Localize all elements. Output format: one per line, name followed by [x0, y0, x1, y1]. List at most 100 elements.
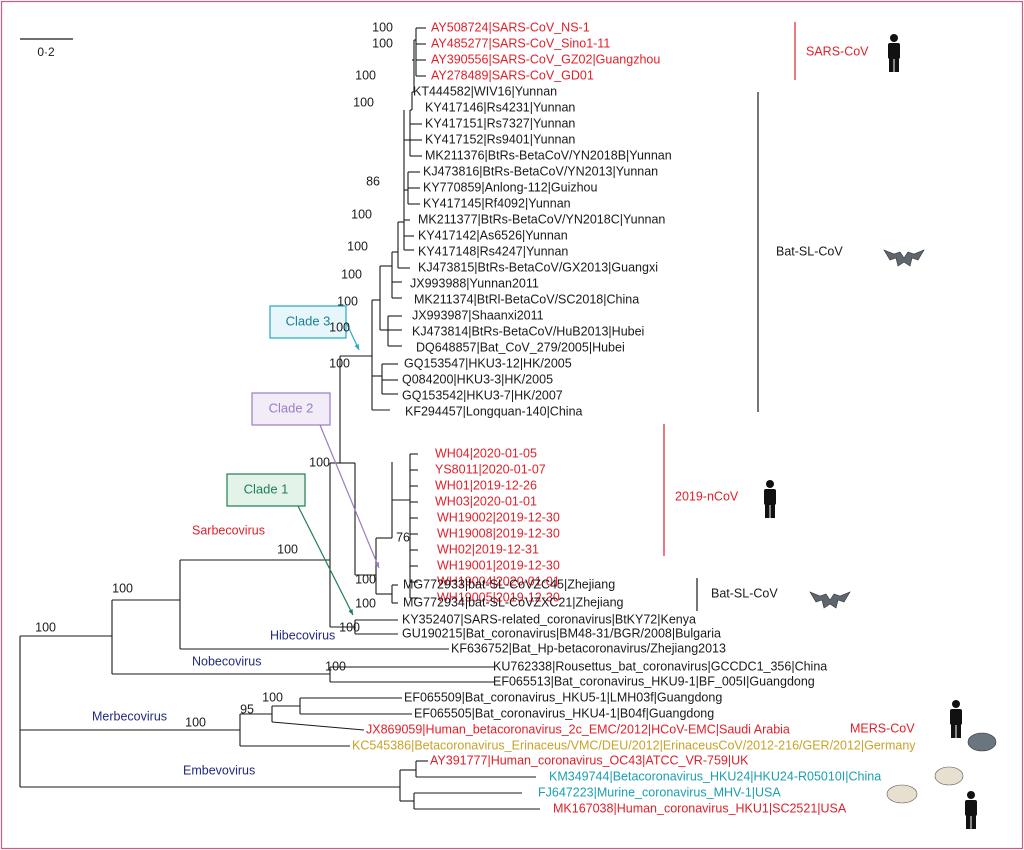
taxon-label: WH04|2020-01-05	[435, 446, 537, 460]
taxon-label: WH02|2019-12-31	[437, 542, 539, 556]
taxon-label: KY417146|Rs4231|Yunnan	[425, 100, 575, 114]
bootstrap-value: 100	[372, 20, 393, 34]
human-leg	[951, 724, 956, 738]
human-icon	[965, 791, 977, 829]
taxon-label: KJ473815|BtRs-BetaCoV/GX2013|Guangxi	[418, 260, 658, 274]
genus-label: Nobecovirus	[192, 654, 261, 668]
human-body	[888, 43, 900, 59]
taxon-label: FJ647223|Murine_coronavirus_MHV-1|USA	[538, 785, 781, 799]
bat-icon	[809, 591, 851, 609]
bootstrap-value: 100	[325, 659, 346, 673]
human-head	[967, 791, 975, 799]
human-leg	[889, 58, 894, 72]
taxon-label: GQ153542|HKU3-7|HK/2007	[402, 388, 563, 402]
taxon-label: MK211374|BtRl-BetaCoV/SC2018|China	[414, 292, 639, 306]
clade-arrowhead	[374, 562, 380, 568]
taxon-label: KY417142|As6526|Yunnan	[418, 228, 568, 242]
mouse-icon	[886, 784, 918, 804]
human-leg	[894, 58, 899, 72]
taxon-label: WH03|2020-01-01	[435, 494, 537, 508]
genus-label: Sarbecovirus	[192, 523, 265, 537]
human-icon	[950, 700, 962, 738]
taxon-label: MG772933|bat-SL-CoVZC45|Zhejiang	[403, 577, 615, 591]
taxon-label: KY417152|Rs9401|Yunnan	[425, 132, 575, 146]
human-leg	[770, 504, 775, 518]
taxon-label: EF065509|Bat_coronavirus_HKU5-1|LMH03f|G…	[404, 690, 722, 704]
taxon-label: GQ153547|HKU3-12|HK/2005	[404, 356, 572, 370]
bootstrap-value: 76	[396, 530, 410, 544]
clade-arrow	[297, 505, 354, 616]
clade-box	[251, 392, 331, 426]
bootstrap-value: 100	[355, 596, 376, 610]
bootstrap-value: 100	[112, 581, 133, 595]
bootstrap-value: 100	[337, 294, 358, 308]
bootstrap-value: 100	[351, 207, 372, 221]
taxon-label: Q084200|HKU3-3|HK/2005	[402, 372, 553, 386]
taxon-label: KY417148|Rs4247|Yunnan	[418, 244, 568, 258]
taxon-label: KJ473816|BtRs-BetaCoV/YN2013|Yunnan	[423, 164, 658, 178]
tree-labels: AY508724|SARS-CoV_NS-1AY485277|SARS-CoV_…	[35, 20, 916, 815]
taxon-label: KU762338|Rousettus_bat_coronavirus|GCCDC…	[493, 659, 827, 673]
taxon-label: KM349744|Betacoronavirus_HKU24|HKU24-R05…	[549, 769, 881, 783]
taxon-label: AY508724|SARS-CoV_NS-1	[431, 20, 590, 34]
taxon-label: WH19002|2019-12-30	[437, 510, 560, 524]
clade-label: Clade 3	[286, 313, 331, 328]
taxon-label: MK211376|BtRs-BetaCoV/YN2018B|Yunnan	[425, 148, 672, 162]
group-bars	[663, 22, 796, 611]
human-leg	[971, 815, 976, 829]
taxon-label: KJ473814|BtRs-BetaCoV/HuB2013|Hubei	[412, 324, 644, 338]
taxon-label: YS8011|2020-01-07	[435, 462, 546, 476]
bootstrap-value: 100	[339, 620, 360, 634]
hedgehog-icon	[967, 732, 997, 752]
human-head	[890, 34, 898, 42]
taxon-label: KF294457|Longquan-140|China	[405, 404, 583, 418]
human-leg	[956, 724, 961, 738]
genus-label: Embevovirus	[183, 763, 255, 777]
bootstrap-value: 100	[277, 542, 298, 556]
bootstrap-value: 86	[366, 174, 380, 188]
group-label: SARS-CoV	[806, 44, 869, 58]
human-head	[766, 480, 774, 488]
taxon-label: EF065513|Bat_coronavirus_HKU9-1|BF_005I|…	[493, 674, 815, 688]
bootstrap-value: 100	[347, 239, 368, 253]
clade-label: Clade 1	[244, 481, 289, 496]
taxon-label: KF636752|Bat_Hp-betacoronavirus/Zhejiang…	[451, 641, 726, 655]
clade-arrow	[319, 424, 380, 569]
taxon-label: KC545386|Betacoronavirus_Erinaceus/VMC/D…	[352, 738, 916, 752]
bootstrap-value: 100	[341, 267, 362, 281]
taxon-label: JX993987|Shaanxi2011	[412, 308, 544, 322]
bootstrap-value: 100	[329, 320, 350, 334]
human-leg	[966, 815, 971, 829]
taxon-label: AY278489|SARS-CoV_GD01	[431, 68, 594, 82]
taxon-label: MG772934|bat-SL-CoVZXC21|Zhejiang	[403, 595, 624, 609]
genus-label: Hibecovirus	[270, 628, 335, 642]
bootstrap-value: 100	[262, 690, 283, 704]
human-body	[950, 709, 962, 725]
taxon-label: WH19005|2019-12-30	[437, 590, 560, 604]
human-body	[965, 800, 977, 816]
taxon-label: KY770859|Anlong-112|Guizhou	[423, 180, 597, 194]
human-head	[952, 700, 960, 708]
taxon-label: KY352407|SARS-related_coronavirus|BtKY72…	[402, 612, 696, 626]
taxon-label: AY485277|SARS-CoV_Sino1-11	[431, 36, 610, 50]
bat-icon	[883, 249, 925, 267]
taxon-label: DQ648857|Bat_CoV_279/2005|Hubei	[416, 340, 625, 354]
genus-label: Merbecovirus	[92, 709, 167, 723]
clade-box	[226, 473, 306, 507]
group-label: Bat-SL-CoV	[776, 244, 843, 258]
taxon-label: JX869059|Human_betacoronavirus_2c_EMC/20…	[366, 722, 790, 736]
clade-arrowhead	[354, 344, 359, 350]
human-leg	[765, 504, 770, 518]
scale-bar-label: 0·2	[37, 45, 55, 59]
taxon-label: GU190215|Bat_coronavirus|BM48-31/BGR/200…	[402, 626, 721, 640]
bat-silhouette	[809, 591, 851, 609]
bootstrap-value: 95	[240, 702, 254, 716]
hedgehog-body	[967, 732, 997, 752]
taxon-label: WH19008|2019-12-30	[437, 526, 560, 540]
bootstrap-value: 100	[185, 715, 206, 729]
bootstrap-value: 100	[353, 95, 374, 109]
clade-box	[269, 305, 347, 339]
clade-arrowhead	[348, 609, 353, 615]
